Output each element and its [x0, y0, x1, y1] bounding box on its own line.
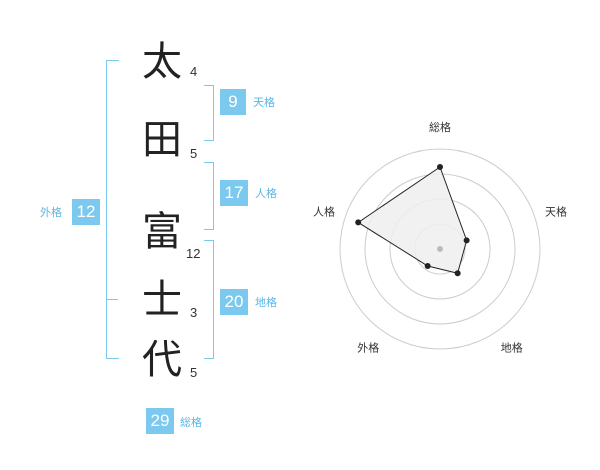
name-char-3: 富 [142, 209, 182, 255]
tenkaku-label: 天格 [253, 96, 275, 109]
radar-center-dot [437, 246, 443, 252]
radar-point [454, 270, 461, 277]
chikaku-bracket [204, 240, 214, 359]
name-char-2: 田 [142, 117, 182, 163]
chikaku-label: 地格 [255, 296, 277, 309]
radar-point [463, 237, 470, 244]
stroke-count-4: 3 [190, 305, 198, 320]
stroke-count-1: 4 [190, 64, 198, 79]
gaikaku-bracket [106, 60, 119, 359]
radar-axis-label: 総格 [429, 120, 451, 134]
radar-point [437, 164, 443, 170]
soukaku-value: 29 [146, 408, 174, 434]
jinkaku-value: 17 [220, 180, 248, 206]
gaikaku-bracket-divider [106, 299, 118, 300]
jinkaku-label: 人格 [255, 187, 277, 200]
name-char-5: 代 [142, 337, 182, 383]
chikaku-value: 20 [220, 289, 248, 315]
radar-axis-label: 外格 [357, 341, 379, 355]
radar-axis-label: 人格 [313, 204, 335, 218]
radar-axis-label: 天格 [545, 204, 567, 218]
soukaku-label: 総格 [180, 416, 202, 429]
jinkaku-bracket [204, 162, 214, 230]
gaikaku-value: 12 [72, 199, 100, 225]
radar-point [424, 262, 431, 269]
name-char-1: 太 [142, 39, 182, 85]
radar-axis-label: 地格 [501, 341, 523, 355]
stroke-count-3: 12 [186, 246, 201, 261]
name-char-4: 士 [142, 277, 182, 323]
stroke-count-5: 5 [190, 365, 198, 380]
gaikaku-label: 外格 [40, 206, 62, 219]
radar-polygon [357, 166, 468, 274]
stroke-count-2: 5 [190, 146, 198, 161]
radar-point [355, 219, 362, 226]
tenkaku-value: 9 [220, 89, 246, 115]
tenkaku-bracket [204, 85, 214, 141]
radar-ring [339, 148, 541, 350]
